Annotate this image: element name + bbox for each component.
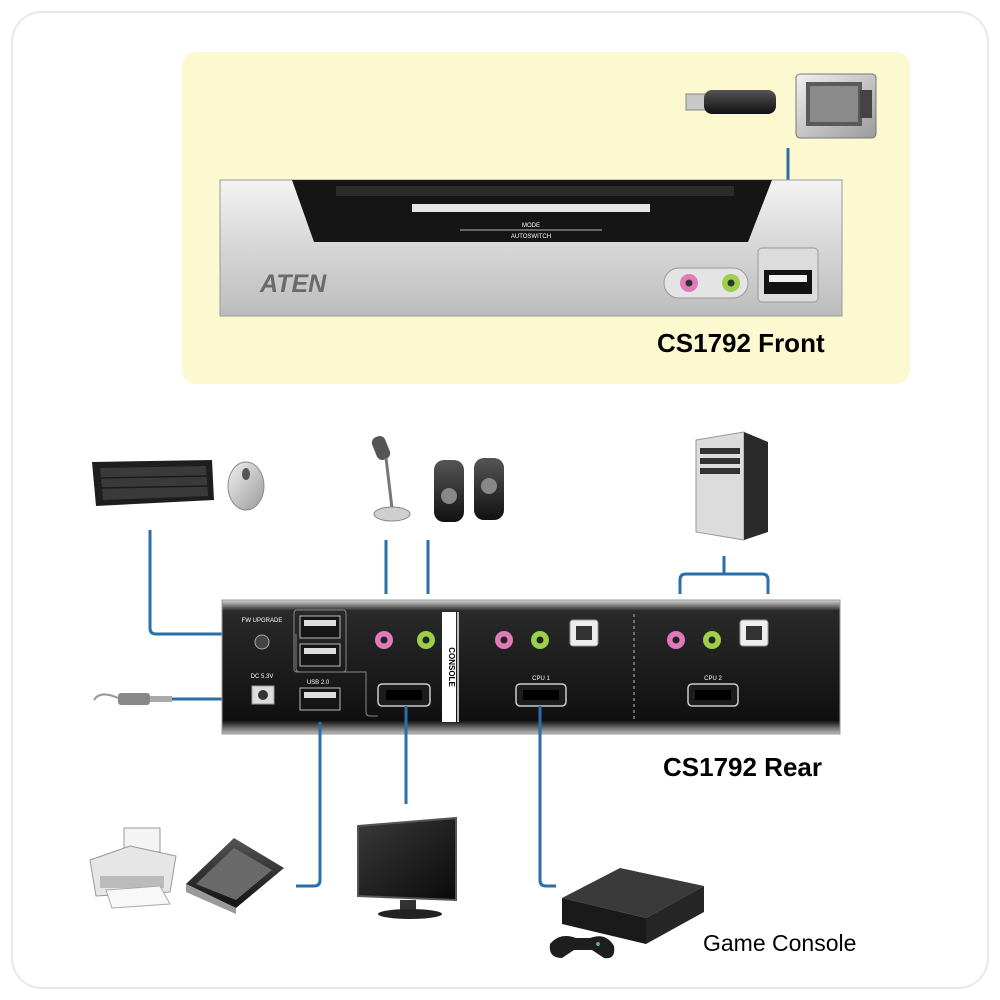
usb2-label: USB 2.0 bbox=[307, 680, 330, 686]
cs1792-front-device: MODE AUTOSWITCH ATEN bbox=[219, 179, 843, 317]
keyboard-icon bbox=[92, 460, 214, 506]
microphone-icon bbox=[371, 436, 411, 522]
power-plug-icon bbox=[93, 693, 172, 705]
mouse-icon bbox=[227, 461, 265, 511]
console-usb-port-2[interactable] bbox=[299, 643, 341, 667]
gamepad-icon bbox=[549, 936, 615, 959]
rear-caption: CS1792 Rear bbox=[663, 752, 822, 782]
cs1792-rear-device: FW UPGRADE DC 5.3V USB 2.0 CONSOLE CPU bbox=[221, 599, 841, 735]
usb2-port[interactable] bbox=[299, 687, 341, 711]
camera-icon bbox=[795, 73, 877, 139]
fw-upgrade-label: FW UPGRADE bbox=[242, 618, 283, 624]
autoswitch-label: AUTOSWITCH bbox=[511, 234, 551, 240]
aten-logo: ATEN bbox=[259, 270, 327, 298]
speakers-icon bbox=[434, 458, 504, 522]
usb-stick-icon bbox=[685, 90, 776, 114]
scanner-icon bbox=[186, 838, 284, 914]
cpu1-label: CPU 1 bbox=[532, 676, 550, 682]
usb-peripheral-cable bbox=[296, 722, 322, 888]
cpu2-label: CPU 2 bbox=[704, 676, 722, 682]
monitor-icon bbox=[357, 816, 457, 919]
front-caption: CS1792 Front bbox=[657, 328, 825, 358]
game-console-caption: Game Console bbox=[703, 930, 857, 956]
game-console-cable bbox=[538, 706, 556, 888]
pc-bracket-cable bbox=[678, 556, 770, 594]
console-usb-port-1[interactable] bbox=[299, 615, 341, 639]
power-label: DC 5.3V bbox=[251, 674, 274, 680]
printer-icon bbox=[89, 827, 177, 909]
pc-tower-icon bbox=[695, 431, 768, 541]
fw-upgrade-port[interactable] bbox=[254, 634, 270, 650]
console-section-label: CONSOLE bbox=[447, 647, 456, 687]
console-usb-routing bbox=[295, 634, 378, 717]
mode-label: MODE bbox=[522, 223, 540, 229]
keyboard-mouse-cable bbox=[148, 530, 296, 636]
game-console-icon bbox=[562, 868, 704, 944]
